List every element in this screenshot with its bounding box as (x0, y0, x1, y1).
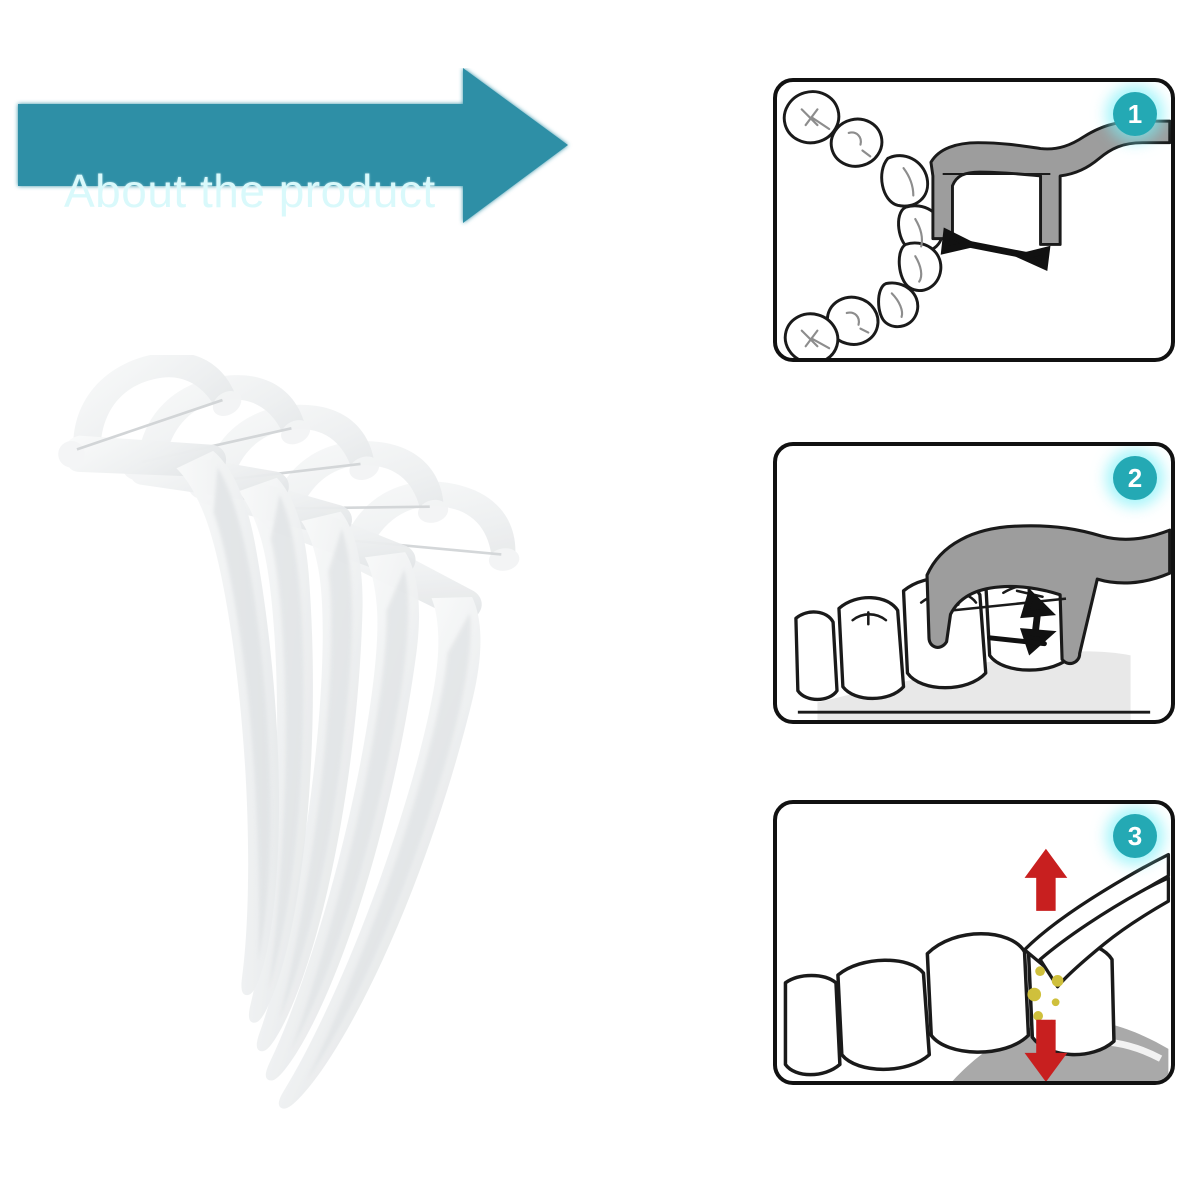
banner-title: About the product (64, 165, 436, 217)
banner-arrow-shape (18, 68, 568, 223)
arrow-polygon (18, 68, 568, 223)
product-image-floss-picks (0, 355, 660, 1175)
step-panel-2: 2 (773, 442, 1175, 724)
gum-shape (817, 651, 1131, 720)
step-number-1: 1 (1127, 98, 1143, 129)
arrow-up-red (1024, 848, 1068, 911)
about-the-product-banner: About the product (8, 68, 608, 228)
step-number-2: 2 (1127, 462, 1143, 493)
step-badge-3: 3 (1113, 814, 1157, 858)
step-badge-2: 2 (1113, 456, 1157, 500)
step-panel-3: 3 (773, 800, 1175, 1085)
step-badge-1: 1 (1113, 92, 1157, 136)
diagram-plaque-removal (783, 848, 1171, 1081)
step-panel-1: 1 (773, 78, 1175, 362)
diagram-side-molars (794, 524, 1171, 720)
diagram-top-down-arch (782, 90, 1171, 358)
arrow-down-red (1024, 1019, 1068, 1081)
floss-picks-illustration (0, 355, 660, 1175)
step-number-3: 3 (1127, 820, 1143, 851)
